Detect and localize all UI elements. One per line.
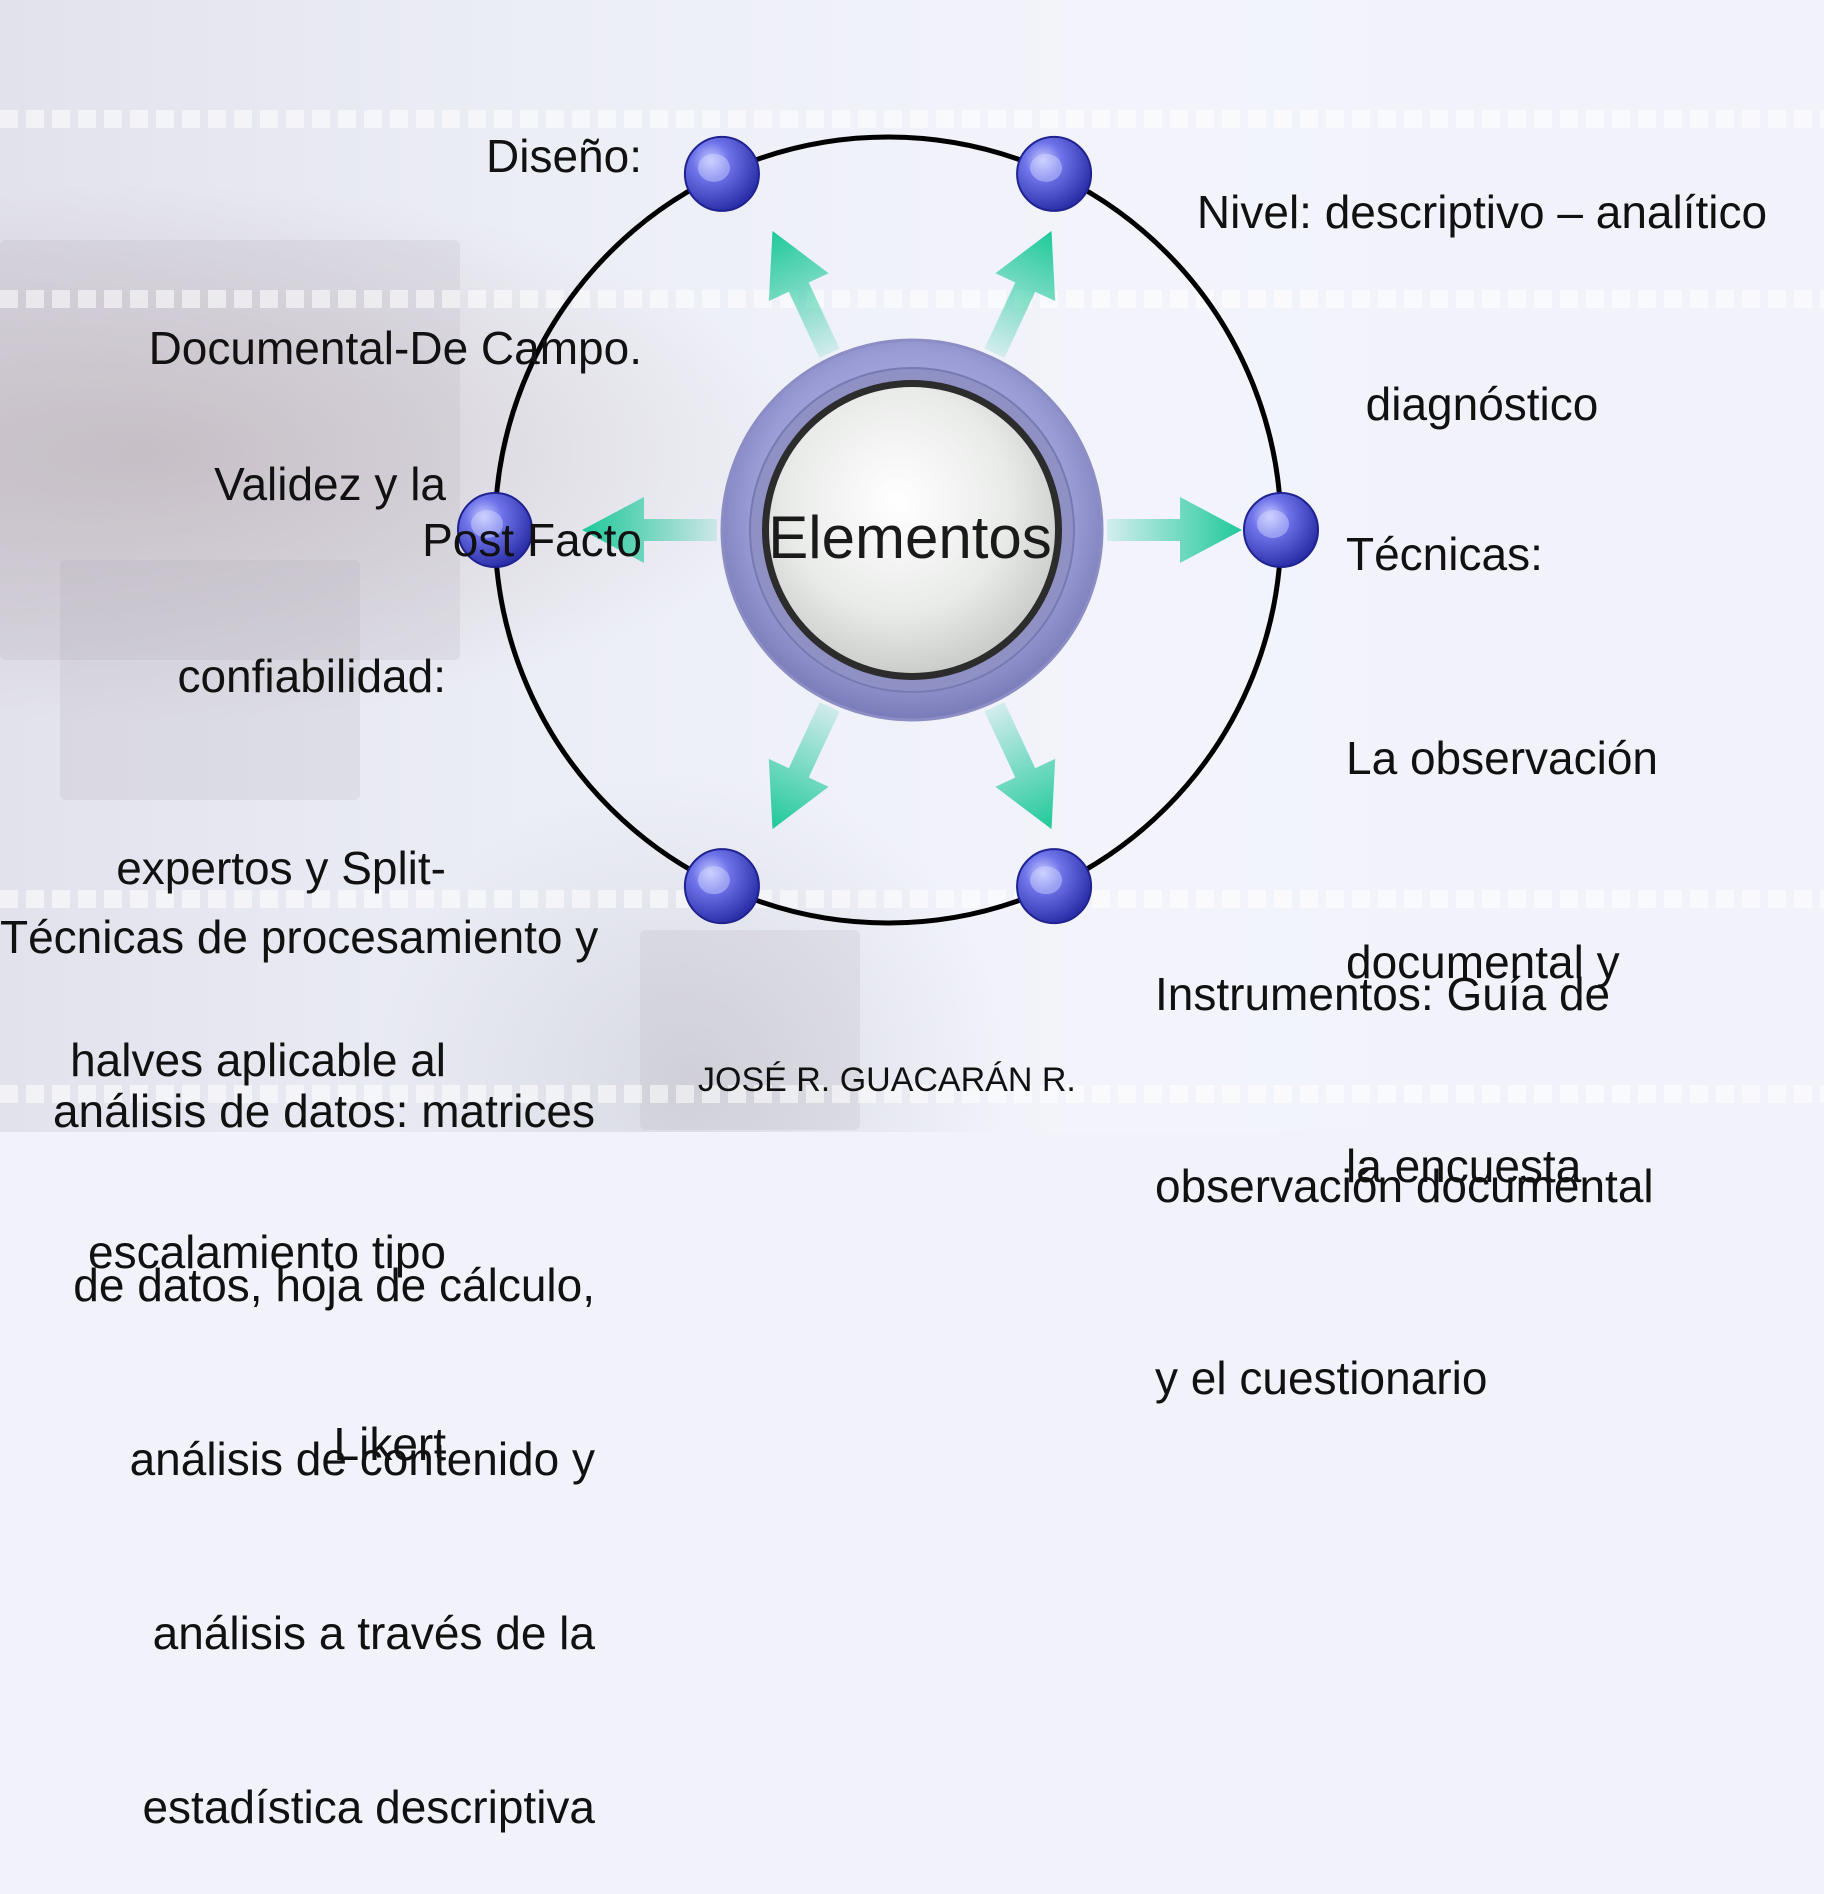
node-label-line: análisis a través de la <box>152 1607 595 1659</box>
node-label-line: escalamiento tipo <box>88 1226 446 1278</box>
node-label-line: Instrumentos: Guía de <box>1155 968 1611 1020</box>
author-credit: JOSÉ R. GUACARÁN R. <box>698 1061 1076 1099</box>
node-sphere <box>1243 492 1319 568</box>
node-highlight <box>1030 866 1063 895</box>
node-label-line: Validez y la <box>214 458 446 510</box>
node-label-line: confiabilidad: <box>177 650 446 702</box>
node-label-line: diagnóstico <box>1365 378 1599 430</box>
node-highlight <box>697 153 730 182</box>
node-highlight <box>471 510 503 538</box>
elements-diagram <box>457 134 1319 926</box>
node-tecnicas <box>1243 492 1319 568</box>
node-label-nivel: Nivel: descriptivo – analítico diagnósti… <box>1140 52 1824 500</box>
arrow-to-nivel <box>984 230 1056 358</box>
arrow-to-validez <box>582 497 717 563</box>
node-procesamiento <box>683 848 760 925</box>
arrow-to-tecnicas <box>1107 497 1242 563</box>
node-sphere <box>1016 848 1093 925</box>
node-label-line: expertos y Split- <box>116 842 446 894</box>
node-label-line: Técnicas de procesamiento y <box>0 911 599 963</box>
node-instrumentos <box>1016 848 1093 925</box>
node-label-line: y el cuestionario <box>1155 1352 1488 1404</box>
nodes-group <box>457 135 1319 925</box>
node-label-line: observación documental <box>1155 1160 1654 1212</box>
node-diseno <box>683 135 760 212</box>
node-label-line: estadística descriptiva <box>142 1781 595 1833</box>
node-sphere <box>457 492 533 568</box>
node-sphere <box>683 848 760 925</box>
node-label-line: La observación <box>1346 732 1658 784</box>
center-hub <box>720 338 1104 722</box>
node-label-line: Diseño: <box>486 130 642 182</box>
node-label-line: documental y <box>1346 936 1620 988</box>
center-label: Elementos <box>768 504 1052 571</box>
node-label-line: Post Facto <box>422 514 642 566</box>
node-highlight <box>1257 510 1289 538</box>
node-label-validez: Validez y la confiabilidad: expertos y S… <box>0 324 446 1540</box>
arrow-to-diseno <box>768 230 840 358</box>
node-label-line: halves aplicable al <box>70 1034 446 1086</box>
node-label-line: Técnicas: <box>1346 528 1543 580</box>
node-highlight <box>1030 153 1063 182</box>
node-label-line: Documental-De Campo. <box>148 322 642 374</box>
node-validez <box>457 492 533 568</box>
node-label-line: Likert <box>333 1418 446 1470</box>
node-nivel <box>1016 135 1093 212</box>
arrow-to-instrumentos <box>984 702 1056 830</box>
node-label-line: análisis de datos: matrices <box>52 1085 595 1137</box>
node-label-line: Nivel: descriptivo – analítico <box>1196 186 1768 238</box>
node-label-instrumentos: Instrumentos: Guía de observación docume… <box>1155 834 1815 1474</box>
node-label-diseno: Diseño: Documental-De Campo. Post Facto <box>40 0 642 636</box>
node-sphere <box>683 135 760 212</box>
center-hub-inner <box>769 387 1055 673</box>
background-photo-collage <box>0 0 1824 1132</box>
node-highlight <box>697 866 730 895</box>
arrow-to-procesamiento <box>768 702 840 830</box>
arrows-group <box>582 230 1242 830</box>
node-sphere <box>1016 135 1093 212</box>
